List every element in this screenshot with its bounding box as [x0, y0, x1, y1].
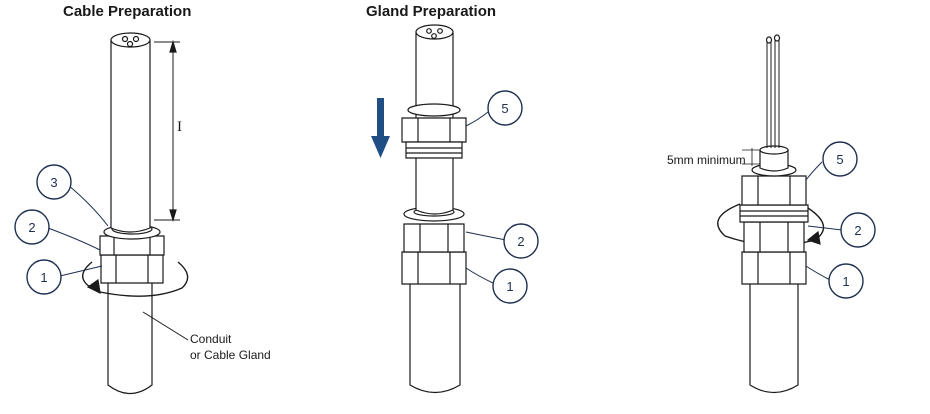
svg-text:2: 2 — [28, 220, 35, 235]
svg-text:5: 5 — [501, 101, 508, 116]
panel2-conduit — [409, 281, 461, 394]
panel2-gland-5 — [401, 117, 467, 143]
panel1-cable — [110, 39, 151, 233]
panel3-conduit — [749, 281, 799, 394]
push-down-arrow — [371, 98, 390, 158]
panel2-hex-nut-1 — [401, 251, 467, 285]
callout-1-panel2: 1 — [492, 268, 528, 304]
panel3-hex-nut-1 — [741, 251, 807, 285]
min-length-label: 5mm minimum — [667, 153, 746, 167]
svg-text:2: 2 — [854, 223, 861, 238]
callout-3-panel1: 3 — [36, 164, 72, 200]
panel1-hex-nut-1 — [100, 254, 164, 284]
callout-1-panel3: 1 — [828, 263, 864, 299]
callout-5-panel2: 5 — [487, 90, 523, 126]
panel3-body-2 — [743, 221, 805, 253]
panel2-assembly — [401, 24, 467, 394]
dimension-label-i: I — [177, 119, 182, 135]
svg-text:3: 3 — [50, 175, 57, 190]
callout-5-panel3: 5 — [822, 141, 858, 177]
svg-text:2: 2 — [517, 234, 524, 249]
title-cable-preparation: Cable Preparation — [63, 3, 192, 20]
conduit-label-line2: or Cable Gland — [190, 348, 271, 362]
svg-text:1: 1 — [842, 274, 849, 289]
callout-1-panel1: 1 — [26, 259, 62, 295]
callout-2-panel2: 2 — [503, 223, 539, 259]
panel1-rotation-arrow — [82, 261, 189, 297]
panel3-gland-5 — [741, 175, 807, 206]
svg-text:1: 1 — [40, 270, 47, 285]
callout-2-panel1: 2 — [14, 209, 50, 245]
panel3-assembly — [717, 34, 825, 394]
svg-text:1: 1 — [506, 279, 513, 294]
panel1-assembly — [82, 32, 189, 395]
title-gland-preparation: Gland Preparation — [366, 3, 497, 20]
panel3-cable-stub — [759, 149, 789, 172]
svg-text:5: 5 — [836, 152, 843, 167]
conduit-label-line1: Conduit — [190, 332, 232, 346]
panel3-conductors — [766, 40, 780, 148]
callout-2-panel3: 2 — [840, 212, 876, 248]
panel2-body-2 — [403, 223, 465, 253]
panel1-conduit — [107, 279, 153, 395]
